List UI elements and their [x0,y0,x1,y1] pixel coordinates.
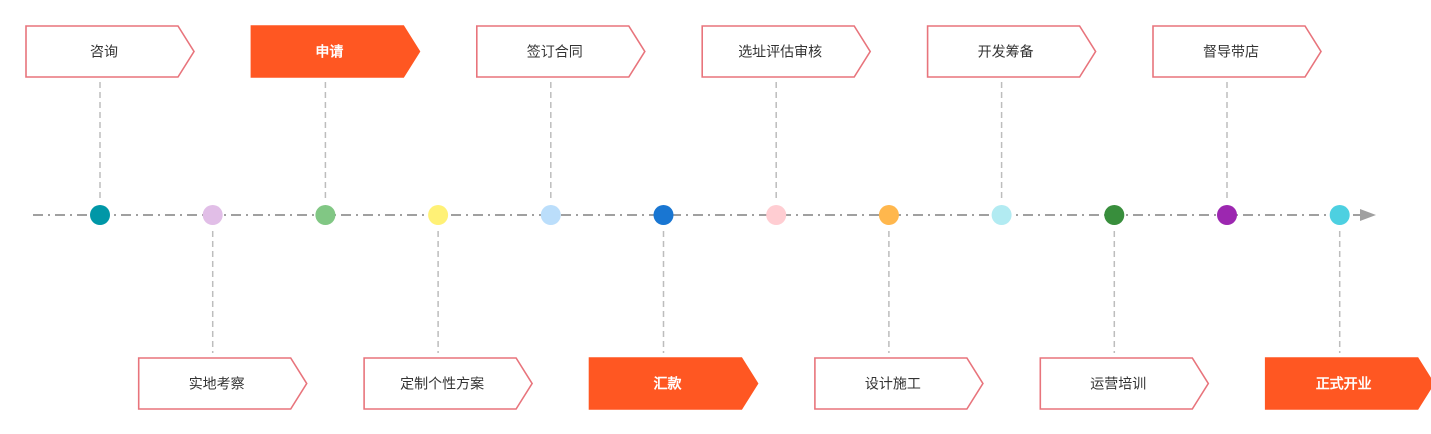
step-label-box [137,357,308,410]
step-dot [428,205,449,225]
step-label: 汇款 [654,376,683,393]
step-label: 签订合同 [527,44,583,61]
step-dot [90,205,110,225]
step-label-box [363,357,534,410]
step-dot [315,205,336,225]
step-dot [766,205,787,225]
step-dot [1217,205,1237,225]
timeline-arrow-icon [1360,209,1376,221]
step-dot [878,205,899,225]
step-label-box [25,25,195,78]
step-dot [1329,205,1350,225]
step-label-box [588,357,759,410]
step-label-box [1264,357,1431,410]
step-label: 正式开业 [1316,376,1372,393]
step-label: 督导带店 [1203,45,1259,61]
step-label: 设计施工 [865,377,921,393]
step-label-box [1039,357,1210,410]
step-label-box [250,25,421,78]
step-dot [991,205,1012,225]
step-label-box [926,25,1097,78]
step-label: 实地考察 [189,376,245,393]
step-label: 定制个性方案 [400,376,484,393]
step-dot [540,205,561,225]
step-label: 咨询 [90,45,118,61]
step-dot [653,205,674,225]
step-label: 申请 [315,44,343,61]
step-label-box [1152,25,1322,78]
step-label-box [701,25,872,78]
step-label: 选址评估审核 [738,45,822,61]
step-label-box [475,25,646,78]
step-label-box [814,357,984,410]
step-label: 运营培训 [1090,377,1146,393]
step-dot [1104,205,1125,225]
step-dot [202,205,223,225]
step-label: 开发筹备 [978,44,1034,61]
